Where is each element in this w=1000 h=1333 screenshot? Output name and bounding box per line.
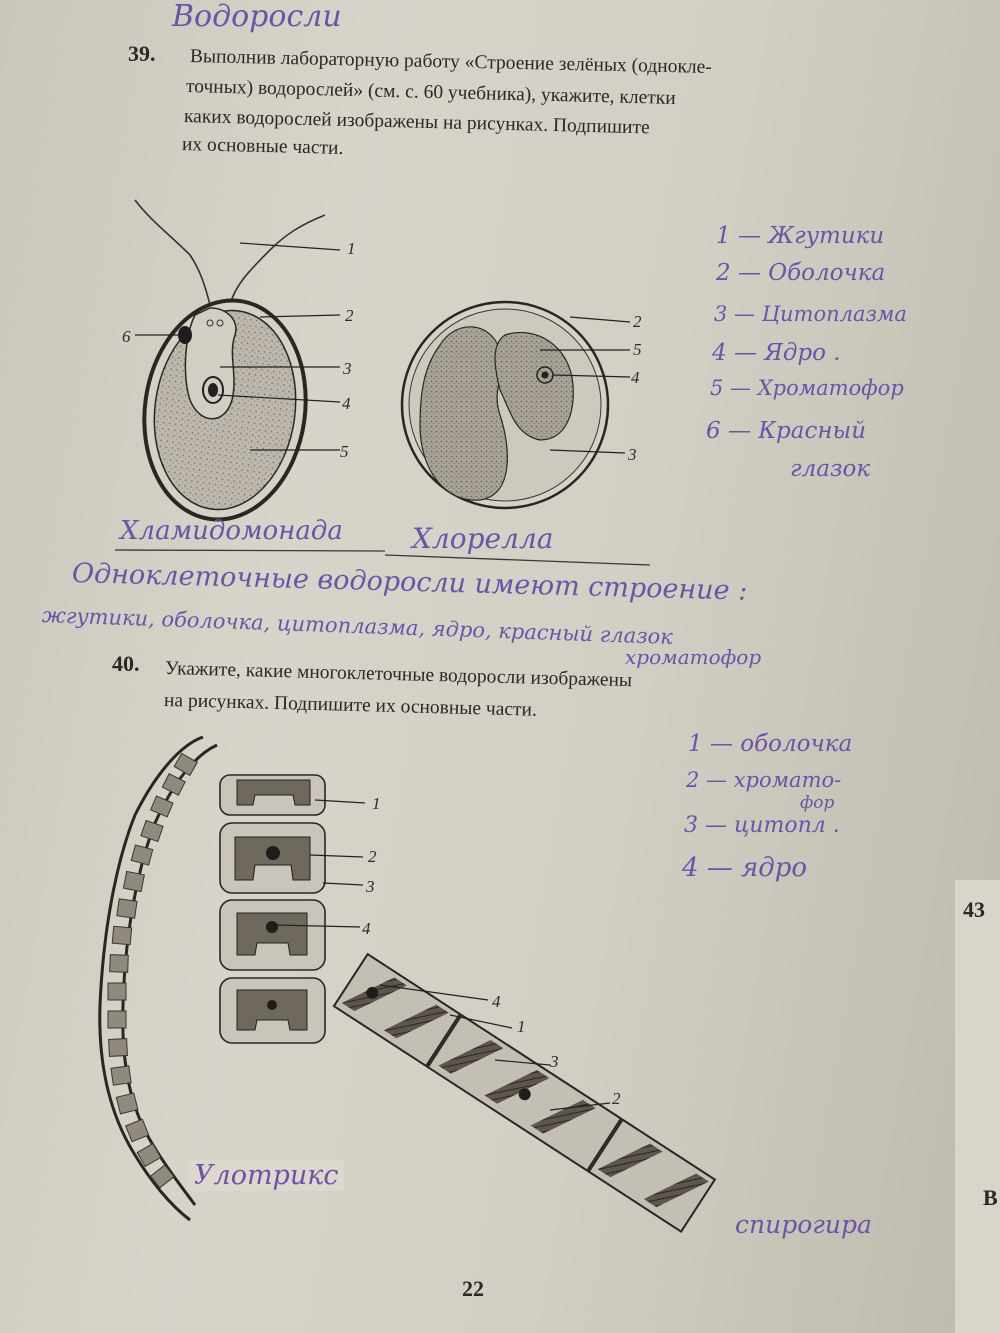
task40-name-spirogyra: спирогира	[735, 1210, 872, 1239]
task39-line-4: их основные части.	[181, 134, 344, 159]
fig1-label-6: 6	[122, 327, 131, 346]
fig3-label-3: 3	[366, 877, 375, 896]
ulothrix-cells-figure	[219, 774, 366, 1044]
fig3-label-2: 2	[368, 847, 377, 866]
fig2-label-2: 2	[633, 312, 642, 331]
task40-number: 40.	[112, 651, 140, 676]
task39-answer-3: 3 — Цитоплазма	[714, 302, 907, 326]
fig1-label-4: 4	[342, 394, 351, 413]
task40-answer-1: 1 — оболочка	[688, 731, 853, 757]
fig2-label-3: 3	[628, 445, 637, 464]
task40-answer-3: 3 — цитопл .	[684, 813, 840, 838]
task40-answer-2-cont: фор	[800, 793, 835, 813]
fig4-label-3: 3	[550, 1052, 559, 1071]
task40-line-1: Укажите, какие многоклеточные водоросли …	[164, 658, 633, 692]
fig2-label-5: 5	[633, 340, 642, 359]
task39-answer-4: 4 — Ядро .	[712, 340, 841, 366]
fig1-label-3: 3	[343, 359, 352, 378]
chlorella-figure	[400, 300, 631, 510]
task39-answer-6: 6 — Красный	[706, 418, 867, 444]
task40-name-ulothrix: Улотрикс	[188, 1160, 345, 1191]
task39-conclusion-2: жгутики, оболочка, цитоплазма, ядро, кра…	[41, 603, 674, 650]
task39-conclusion-3: хроматофор	[625, 645, 762, 669]
task40-answer-2: 2 — хромато-	[686, 768, 842, 792]
fig1-label-2: 2	[345, 306, 354, 325]
task39-name-chlamydomonas: Хламидомонада	[120, 516, 343, 546]
spirogyra-figure	[332, 952, 717, 1233]
task40-line-2: на рисунках. Подпишите их основные части…	[163, 690, 538, 721]
fig1-label-1: 1	[347, 239, 356, 258]
fig3-label-1: 1	[372, 794, 381, 813]
task39-answer-6-cont: глазок	[790, 456, 871, 482]
fig3-label-4: 4	[362, 919, 371, 938]
task39-line-3: каких водорослей изображены на рисунках.…	[183, 106, 650, 139]
task40-answer-4: 4 — ядро	[682, 853, 808, 883]
name-underlines-39	[114, 549, 651, 566]
task39-answer-2: 2 — Оболочка	[716, 260, 886, 286]
task39-line-2: точных) водорослей» (см. с. 60 учебника)…	[185, 76, 676, 109]
fig2-label-4: 4	[631, 368, 640, 387]
fig4-label-2: 2	[612, 1089, 621, 1108]
page-number: 22	[462, 1276, 484, 1301]
chlamydomonas-figure	[134, 199, 341, 522]
adjacent-page-number: 43	[963, 897, 985, 922]
fig1-label-5: 5	[340, 442, 349, 461]
fig4-label-4: 4	[492, 992, 501, 1011]
adjacent-page-letter: В	[983, 1185, 998, 1210]
task39-name-chlorella: Хлорелла	[412, 522, 554, 555]
fig4-label-1: 1	[517, 1017, 526, 1036]
task39-number: 39.	[128, 41, 156, 66]
task39-line-1: Выполнив лабораторную работу «Строение з…	[189, 46, 713, 78]
header-note: Водоросли	[172, 0, 342, 34]
task39-answer-5: 5 — Хроматофор	[710, 376, 904, 400]
task39-answer-1: 1 — Жгутики	[716, 223, 885, 249]
adjacent-page-edge	[955, 880, 1000, 1333]
ulothrix-filament-figure	[98, 735, 218, 1222]
